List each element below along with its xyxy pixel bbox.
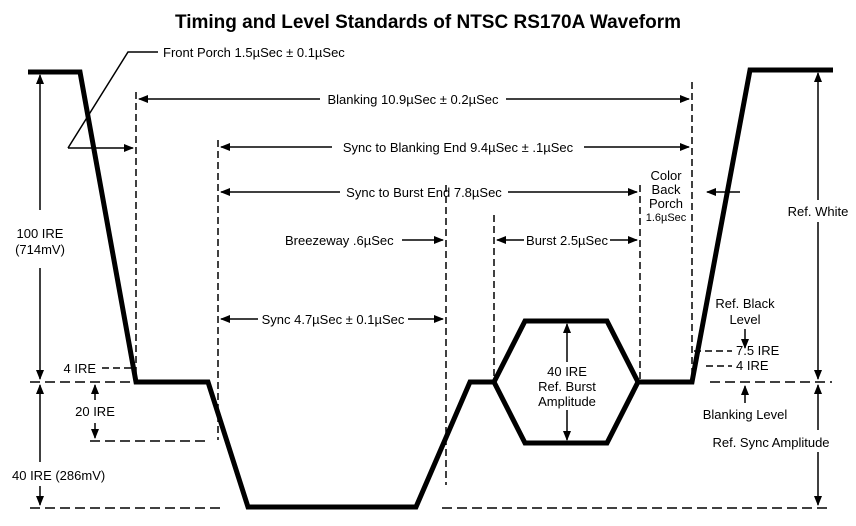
mv-714-label: (714mV) bbox=[15, 242, 65, 257]
ire-4-right-label: 4 IRE bbox=[736, 358, 769, 373]
sync-pulse-waveform bbox=[28, 67, 833, 510]
blanking-label: Blanking 10.9µSec ± 0.2µSec bbox=[328, 92, 499, 107]
front-porch-label: Front Porch 1.5µSec ± 0.1µSec bbox=[163, 45, 345, 60]
ref-black-label-1: Ref. Black bbox=[715, 296, 775, 311]
sync-to-blanking-label: Sync to Blanking End 9.4µSec ± .1µSec bbox=[343, 140, 574, 155]
sync-label: Sync 4.7µSec ± 0.1µSec bbox=[262, 312, 405, 327]
color-burst-envelope bbox=[491, 380, 641, 446]
burst-amp-label-1: 40 IRE bbox=[547, 364, 587, 379]
ire-20-label: 20 IRE bbox=[75, 404, 115, 419]
burst-label: Burst 2.5µSec bbox=[526, 233, 608, 248]
ref-white-label: Ref. White bbox=[788, 204, 849, 219]
ire-4-left-label: 4 IRE bbox=[63, 361, 96, 376]
ire-40-286-label: 40 IRE (286mV) bbox=[12, 468, 105, 483]
color-back-porch-label-2: Back bbox=[652, 182, 681, 197]
color-back-porch-value: 1.6µSec bbox=[646, 212, 687, 224]
front-porch-pointer bbox=[67, 51, 158, 149]
breezeway-label: Breezeway .6µSec bbox=[285, 233, 394, 248]
burst-amp-label-3: Amplitude bbox=[538, 394, 596, 409]
ref-sync-amplitude-label: Ref. Sync Amplitude bbox=[712, 435, 829, 450]
color-back-porch-label-1: Color bbox=[650, 168, 682, 183]
ire-75-label: 7.5 IRE bbox=[736, 343, 780, 358]
ire-100-label: 100 IRE bbox=[17, 226, 64, 241]
sync-to-burst-label: Sync to Burst End 7.8µSec bbox=[346, 185, 502, 200]
diagram-title: Timing and Level Standards of NTSC RS170… bbox=[175, 12, 681, 33]
color-back-porch-label-3: Porch bbox=[649, 196, 683, 211]
burst-amp-label-2: Ref. Burst bbox=[538, 379, 596, 394]
blanking-level-label: Blanking Level bbox=[703, 407, 788, 422]
ref-black-label-2: Level bbox=[729, 312, 760, 327]
